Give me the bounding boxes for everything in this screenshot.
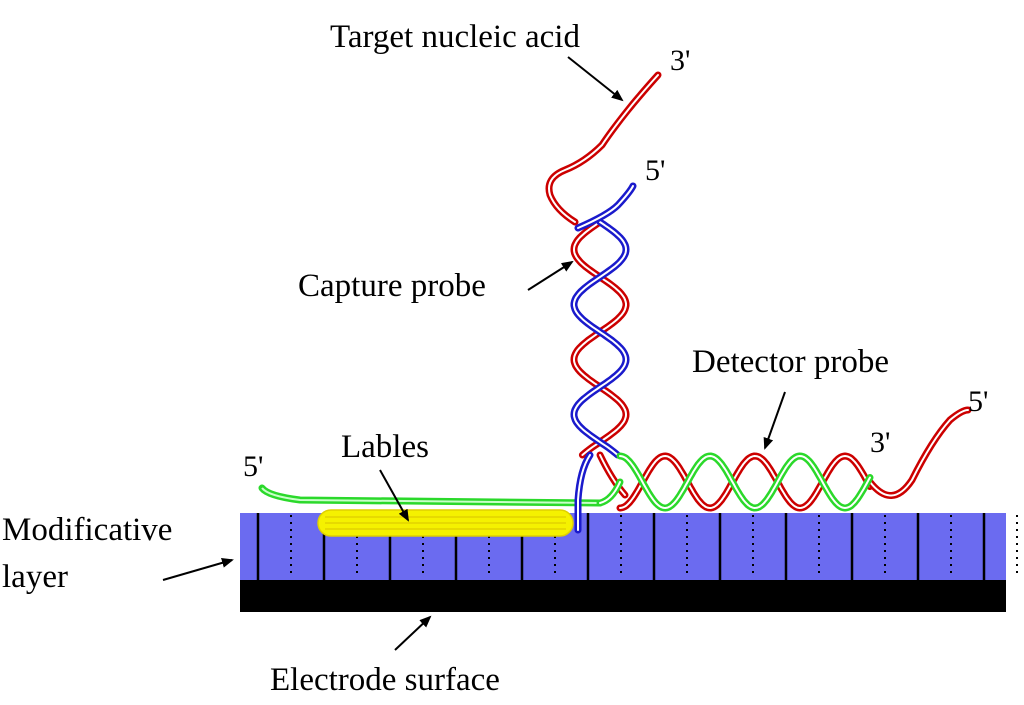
label-lables: Lables	[341, 429, 429, 465]
target-strand-top	[545, 71, 662, 226]
labels-bar	[317, 509, 574, 537]
target-strand-bend	[596, 451, 629, 499]
detector-probe-join	[596, 478, 624, 507]
annotation-arrows	[162, 56, 786, 651]
label-layer: layer	[2, 559, 68, 595]
arrow-electrode	[394, 615, 432, 651]
arrow-capture	[527, 260, 574, 291]
prime-target-top: 3'	[670, 44, 690, 77]
detector-probe-flat	[258, 484, 604, 507]
target-strand-right-tail	[866, 406, 972, 499]
arrow-detector	[763, 391, 786, 450]
capture-probe-helix	[570, 218, 630, 459]
detector-probe-helix	[616, 452, 874, 512]
prime-target-right: 5'	[968, 385, 988, 418]
prime-detector-end: 3'	[870, 426, 890, 459]
label-target-nucleic-acid: Target nucleic acid	[330, 19, 580, 55]
capture-probe-base	[574, 451, 594, 534]
prime-detector-left: 5'	[243, 450, 263, 483]
capture-probe-top-tail	[574, 182, 637, 232]
arrow-modificative	[162, 557, 234, 581]
arrow-target	[567, 56, 624, 102]
target-strand-horizontal-helix	[616, 452, 874, 512]
electrode-surface	[240, 580, 1006, 612]
label-electrode-surface: Electrode surface	[270, 662, 500, 698]
label-capture-probe: Capture probe	[298, 268, 486, 304]
label-modificative: Modificative	[2, 512, 172, 548]
arrow-lables	[379, 469, 409, 522]
label-detector-probe: Detector probe	[692, 344, 889, 380]
target-strand-vertical-helix	[570, 218, 630, 459]
prime-capture-top: 5'	[645, 154, 665, 187]
